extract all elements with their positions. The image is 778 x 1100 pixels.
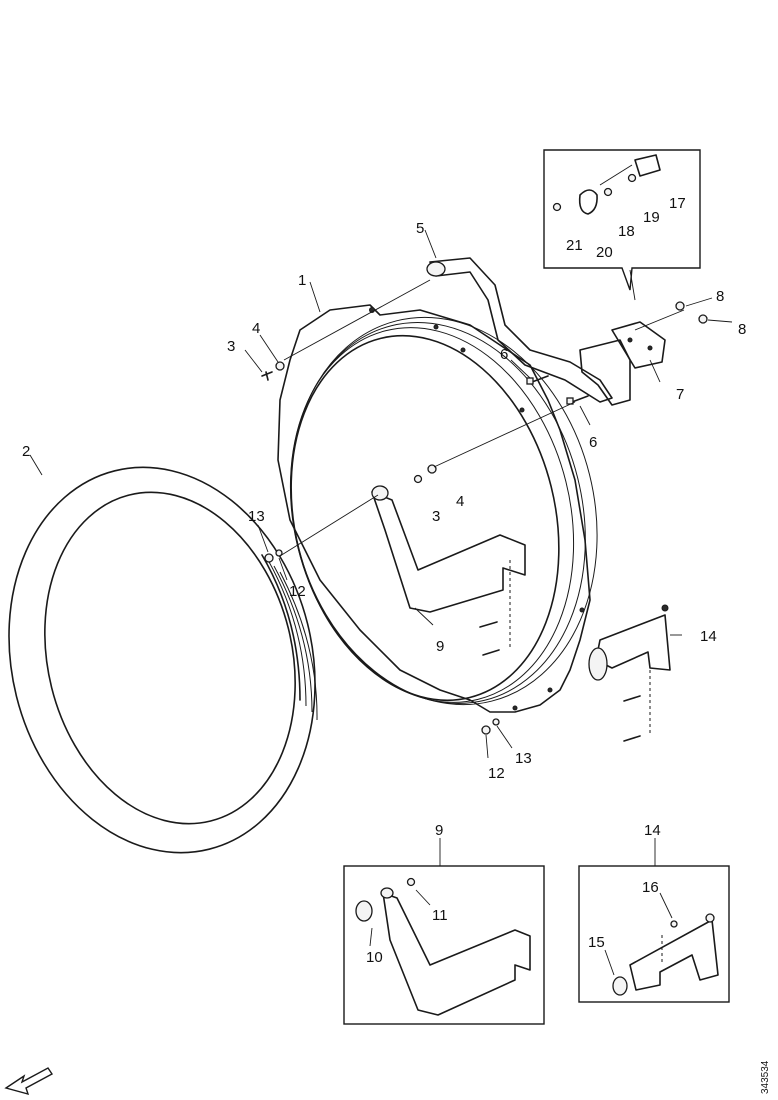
callout-11: 11: [432, 907, 448, 924]
callout-16: 16: [642, 879, 659, 896]
callout-21: 21: [566, 237, 583, 254]
callout-9: 9: [436, 638, 444, 655]
front-bulkhead-panel: [277, 304, 598, 713]
fasteners: [261, 301, 708, 742]
callout-2: 2: [22, 443, 30, 460]
leader-lines: [29, 229, 733, 866]
top-brace: [426, 257, 613, 403]
callout-13: 13: [515, 750, 532, 767]
callout-10: 10: [366, 949, 383, 966]
hinge-support-bracket: [588, 604, 671, 735]
callout-15: 15: [588, 934, 605, 951]
hinge-bracket: [579, 321, 666, 406]
inset-bracket-9: [343, 865, 545, 1025]
callout-7: 7: [676, 386, 684, 403]
callout-9: 9: [435, 822, 443, 839]
callout-14: 14: [700, 628, 717, 645]
callout-3: 3: [432, 508, 440, 525]
callout-19: 19: [643, 209, 660, 226]
lower-bracket: [371, 485, 526, 650]
callout-3: 3: [227, 338, 235, 355]
callout-12: 12: [289, 583, 306, 600]
callout-8: 8: [716, 288, 724, 305]
callout-17: 17: [669, 195, 686, 212]
callout-6: 6: [589, 434, 597, 451]
callout-4: 4: [456, 493, 464, 510]
callout-18: 18: [618, 223, 635, 240]
callout-13: 13: [248, 508, 265, 525]
document-number: 343534: [760, 1060, 771, 1094]
callout-5: 5: [416, 220, 424, 237]
inset-bracket-14: [578, 865, 730, 1003]
front-seal-ring: [8, 466, 318, 854]
callout-14: 14: [644, 822, 661, 839]
callout-8: 8: [738, 321, 746, 338]
front-direction-arrow-icon: [4, 1067, 54, 1096]
callout-6: 6: [500, 346, 508, 363]
callout-12: 12: [488, 765, 505, 782]
callout-20: 20: [596, 244, 613, 261]
callout-4: 4: [252, 320, 260, 337]
callouts: 1 2 3 3 4 4 5 6 6 7 8 8 9 9 10 11 12 12 …: [22, 195, 746, 966]
inset-hinge-detail: [543, 149, 701, 291]
callout-1: 1: [298, 272, 306, 289]
